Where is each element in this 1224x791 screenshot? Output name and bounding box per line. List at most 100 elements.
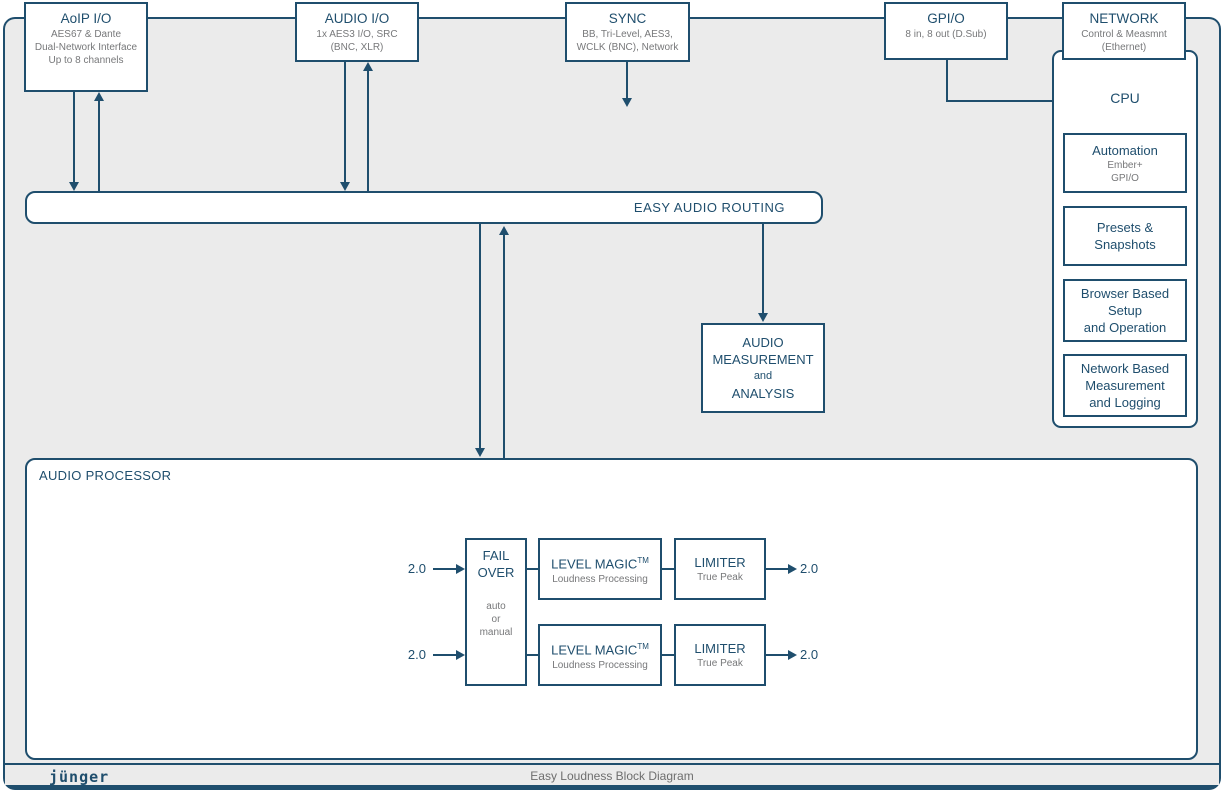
aoip-io-sub-3: Up to 8 channels [48, 55, 124, 66]
arrowhead-audioio-up [363, 62, 373, 71]
level-magic-text-bottom: LEVEL MAGIC [551, 642, 638, 658]
network-sub-2: (Ethernet) [1101, 42, 1147, 53]
line-audioio-down [344, 62, 346, 183]
fail-over-title-2: OVER [477, 565, 515, 580]
netmeas-line-1: Network Based [1080, 361, 1170, 376]
audio-processor-label: AUDIO PROCESSOR [39, 468, 172, 483]
browser-setup-box: Browser Based Setup and Operation [1063, 279, 1187, 342]
automation-sub-2: GPI/O [1111, 172, 1139, 184]
audio-io-box: AUDIO I/O 1x AES3 I/O, SRC (BNC, XLR) [295, 2, 419, 62]
browser-line-3: and Operation [1083, 320, 1167, 335]
presets-snapshots-box: Presets & Snapshots [1063, 206, 1187, 266]
automation-box: Automation Ember+ GPI/O [1063, 133, 1187, 193]
arrowhead-routing-measurement [758, 313, 768, 322]
line-lm-limiter-bottom [662, 654, 674, 656]
aoip-io-title: AoIP I/O [60, 11, 112, 26]
line-audioio-up [367, 70, 369, 191]
limiter-box-top: LIMITER True Peak [674, 538, 766, 600]
arrowhead-input-bottom [456, 650, 465, 660]
level-magic-box-bottom: LEVEL MAGICTM Loudness Processing [538, 624, 662, 686]
easy-audio-routing-label: EASY AUDIO ROUTING [633, 200, 785, 215]
level-magic-sub-bottom: Loudness Processing [552, 659, 648, 671]
network-measurement-box: Network Based Measurement and Logging [1063, 354, 1187, 417]
network-title: NETWORK [1089, 11, 1159, 26]
diagram-caption: Easy Loudness Block Diagram [530, 769, 694, 783]
line-processor-routing-up [503, 234, 505, 458]
sync-sub-2: WCLK (BNC), Network [576, 42, 679, 53]
network-box: NETWORK Control & Measmnt (Ethernet) [1062, 2, 1186, 60]
audio-processor-container: AUDIO PROCESSOR [25, 458, 1198, 760]
footer-bar: jünger Easy Loudness Block Diagram [5, 763, 1219, 786]
fail-over-title-1: FAIL [482, 548, 510, 563]
line-routing-processor-down [479, 224, 481, 449]
measurement-line-3: and [753, 370, 773, 382]
level-magic-title-bottom: LEVEL MAGICTM [551, 638, 649, 658]
trademark-sup-bottom: TM [637, 642, 649, 652]
limiter-sub-bottom: True Peak [697, 658, 743, 669]
arrowhead-output-top [788, 564, 797, 574]
output-channels-label-top: 2.0 [800, 561, 819, 576]
line-lm-limiter-top [662, 568, 674, 570]
arrowhead-routing-processor-down [475, 448, 485, 457]
audio-io-sub-1: 1x AES3 I/O, SRC [316, 29, 398, 40]
gpio-title: GPI/O [927, 11, 965, 26]
aoip-io-sub-1: AES67 & Dante [50, 29, 122, 40]
level-magic-box-top: LEVEL MAGICTM Loudness Processing [538, 538, 662, 600]
arrowhead-processor-routing-up [499, 226, 509, 235]
network-sub-1: Control & Measmnt [1081, 29, 1167, 40]
gpio-sub-1: 8 in, 8 out (D.Sub) [905, 29, 987, 40]
limiter-sub-top: True Peak [697, 572, 743, 583]
gpio-box: GPI/O 8 in, 8 out (D.Sub) [884, 2, 1008, 60]
measurement-line-2: MEASUREMENT [712, 352, 814, 367]
fail-over-box: FAIL OVER auto or manual [465, 538, 527, 686]
line-gpio-vertical [946, 60, 948, 102]
line-routing-measurement [762, 224, 764, 314]
arrowhead-input-top [456, 564, 465, 574]
line-input-bottom [433, 654, 457, 656]
arrowhead-aoip-up [94, 92, 104, 101]
measurement-line-4: ANALYSIS [731, 386, 795, 401]
output-channels-label-bottom: 2.0 [800, 647, 819, 662]
aoip-io-sub-2: Dual-Network Interface [34, 42, 138, 53]
arrowhead-audioio-down [340, 182, 350, 191]
line-failover-lm-bottom [527, 654, 538, 656]
aoip-io-box: AoIP I/O AES67 & Dante Dual-Network Inte… [24, 2, 148, 92]
cpu-panel: CPU Automation Ember+ GPI/O Presets & Sn… [1052, 50, 1198, 428]
input-channels-label-top: 2.0 [407, 561, 426, 576]
level-magic-sub-top: Loudness Processing [552, 573, 648, 585]
junger-logo: jünger [49, 768, 110, 786]
netmeas-line-3: and Logging [1089, 395, 1161, 410]
line-gpio-horizontal [946, 100, 1053, 102]
limiter-box-bottom: LIMITER True Peak [674, 624, 766, 686]
measurement-line-1: AUDIO [742, 335, 784, 350]
sync-sub-1: BB, Tri-Level, AES3, [582, 29, 673, 40]
line-sync-down [626, 62, 628, 99]
arrowhead-sync-down [622, 98, 632, 107]
line-input-top [433, 568, 457, 570]
presets-line-1: Presets & [1096, 220, 1154, 235]
netmeas-line-2: Measurement [1085, 378, 1165, 393]
fail-over-sub-1: auto [486, 601, 506, 612]
fail-over-sub-3: manual [479, 627, 513, 638]
sync-title: SYNC [608, 11, 647, 26]
limiter-title-top: LIMITER [694, 555, 746, 570]
limiter-title-bottom: LIMITER [694, 641, 746, 656]
browser-line-2: Setup [1108, 303, 1142, 318]
input-channels-label-bottom: 2.0 [407, 647, 426, 662]
line-aoip-up [98, 100, 100, 191]
browser-line-1: Browser Based [1080, 286, 1170, 301]
line-aoip-down [73, 92, 75, 183]
easy-audio-routing-bar: EASY AUDIO ROUTING [25, 191, 823, 224]
audio-measurement-box: AUDIO MEASUREMENT and ANALYSIS [701, 323, 825, 413]
line-failover-lm-top [527, 568, 538, 570]
cpu-title: CPU [1110, 90, 1140, 106]
audio-io-sub-2: (BNC, XLR) [330, 42, 384, 53]
sync-box: SYNC BB, Tri-Level, AES3, WCLK (BNC), Ne… [565, 2, 690, 62]
line-output-top [766, 568, 789, 570]
line-output-bottom [766, 654, 789, 656]
automation-sub-1: Ember+ [1107, 159, 1143, 171]
arrowhead-output-bottom [788, 650, 797, 660]
trademark-sup-top: TM [637, 556, 649, 566]
presets-line-2: Snapshots [1094, 237, 1156, 252]
